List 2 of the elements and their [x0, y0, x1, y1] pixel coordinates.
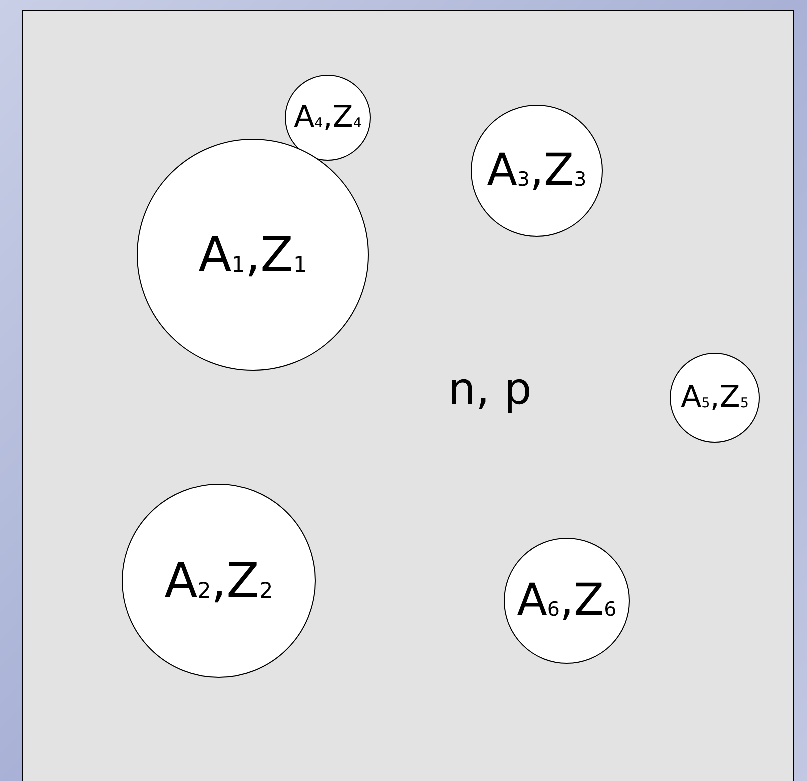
label-text: n, p [448, 368, 532, 412]
panel-background [22, 10, 794, 781]
